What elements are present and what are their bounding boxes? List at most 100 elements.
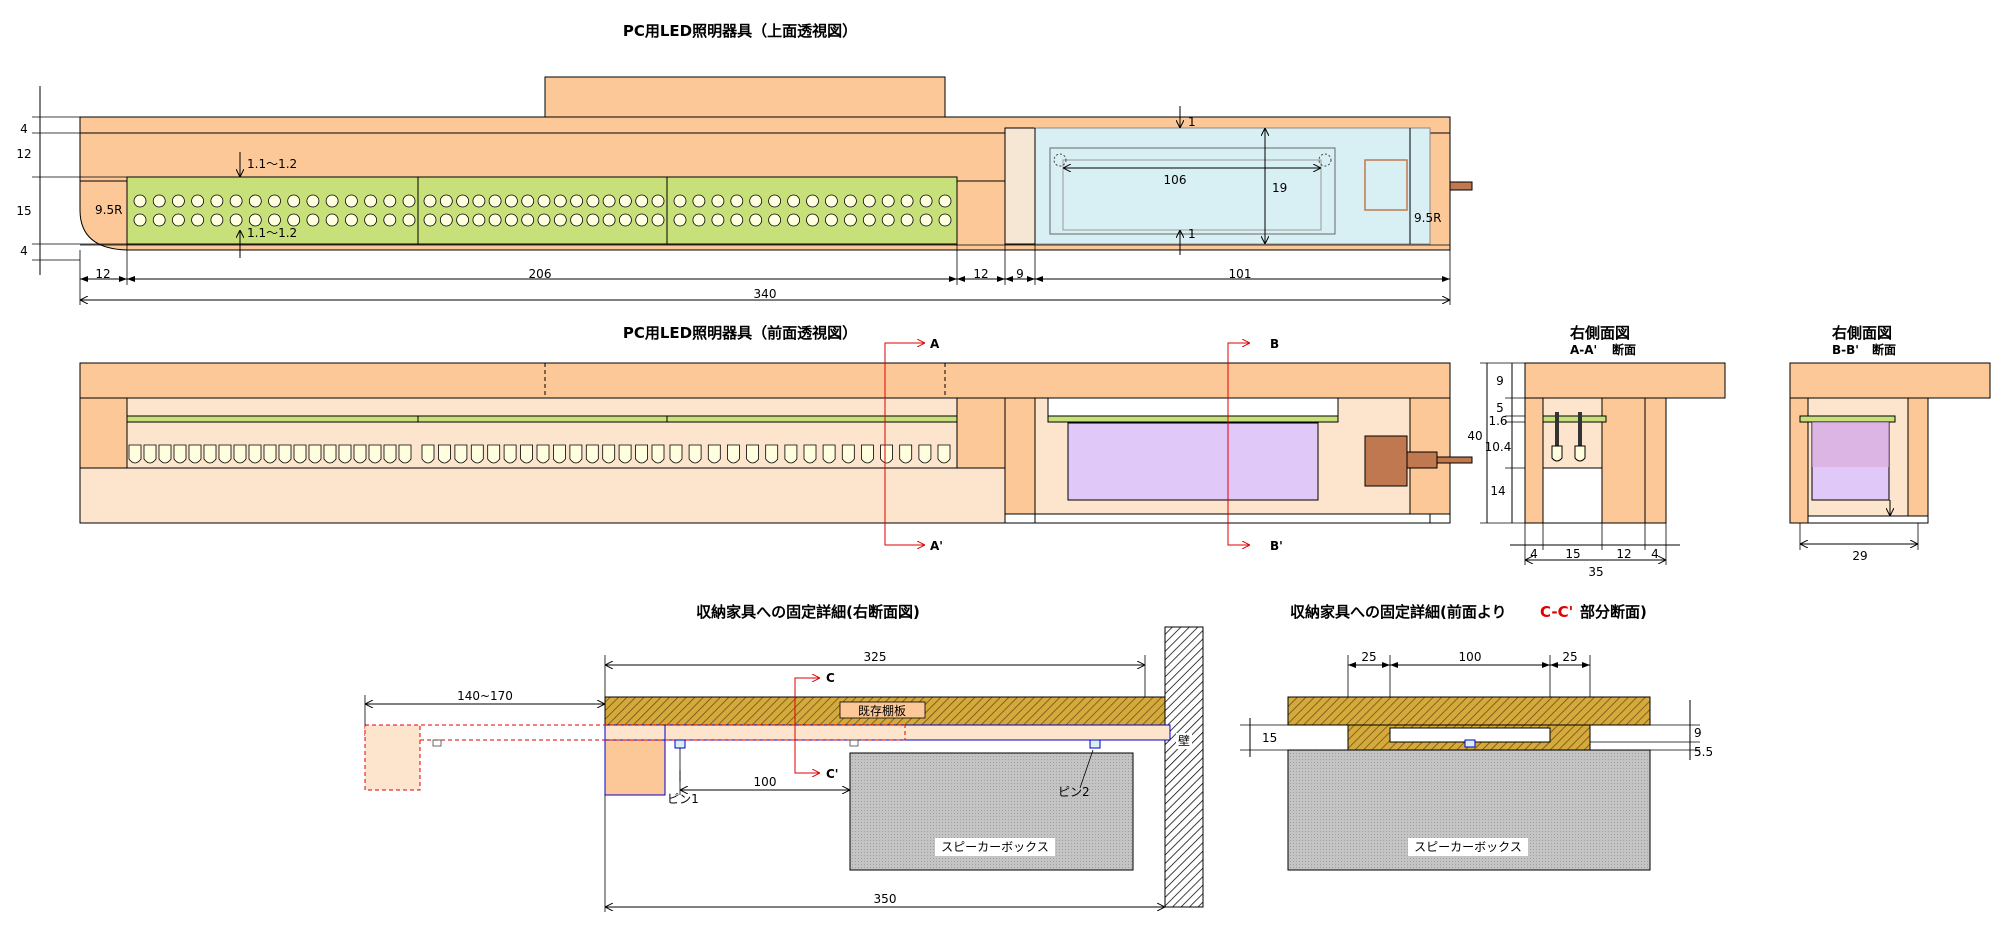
mount-side-title: 収納家具への固定詳細(右断面図) — [696, 603, 920, 621]
dim-s5: 5 — [1496, 401, 1504, 415]
dim-4: 4 — [20, 122, 28, 136]
led-icon — [454, 444, 468, 464]
led-fixture-mounted — [604, 724, 1171, 741]
led-icon — [520, 444, 533, 464]
led-hole — [537, 213, 551, 227]
wall-label: 壁 — [1178, 733, 1190, 748]
led-hole — [210, 194, 224, 208]
dim-f15: 15 — [1262, 731, 1277, 745]
dim-p1b: 1 — [1188, 227, 1196, 241]
pin2-label: ピン2 — [1058, 785, 1090, 799]
led-hole — [806, 213, 819, 227]
screw-hole — [1318, 153, 1332, 167]
section-a-label: A — [930, 337, 940, 351]
speaker2-label: スピーカーボックス — [1414, 840, 1522, 854]
led-icon — [438, 444, 451, 464]
speaker-label: スピーカーボックス — [941, 840, 1049, 854]
led-icon — [158, 444, 172, 464]
led-icon — [585, 444, 599, 464]
led-icon — [233, 444, 247, 464]
dim-s16: 1.6 — [1488, 414, 1507, 428]
led-hole — [602, 194, 616, 208]
section-b-label: B — [1270, 337, 1279, 351]
led-hole — [456, 194, 470, 208]
led-icon — [635, 444, 648, 464]
dim-15: 15 — [16, 204, 31, 218]
dim-f100: 100 — [1459, 650, 1482, 664]
led-icon — [822, 444, 836, 464]
wall — [1164, 626, 1204, 908]
led-hole — [472, 194, 486, 208]
section-c-label: C — [826, 671, 835, 685]
led-hole — [268, 194, 281, 208]
led-hole — [325, 194, 339, 208]
led-hole — [553, 194, 567, 208]
right-side-a-title: 右側面図 — [1570, 324, 1630, 342]
led-hole — [229, 194, 243, 208]
led-hole — [673, 213, 687, 227]
led-icon — [784, 444, 798, 464]
led-hole — [711, 194, 725, 208]
led-icon — [841, 444, 855, 464]
led-icon — [918, 444, 932, 464]
led-hole — [787, 213, 800, 227]
dim-f25a: 25 — [1361, 650, 1376, 664]
led-hole — [133, 213, 147, 227]
dim-b101: 101 — [1229, 267, 1252, 281]
led-hole — [938, 213, 952, 227]
led-pcb — [126, 176, 958, 245]
led-hole — [364, 213, 378, 227]
led-hole — [287, 194, 301, 208]
led-hole — [900, 213, 914, 227]
front-pcb — [126, 415, 958, 423]
led-hole — [171, 194, 185, 208]
pin-1 — [674, 739, 686, 749]
led-icon — [569, 444, 583, 464]
aa-section-word: 断面 — [1612, 342, 1636, 357]
dim-p1a: 1 — [1188, 115, 1196, 129]
led-hole — [402, 194, 416, 208]
led-icon — [727, 444, 740, 464]
led-hole — [919, 213, 933, 227]
led-hole — [651, 194, 665, 208]
dim-w4b: 4 — [1651, 547, 1659, 561]
connector-block — [1364, 435, 1408, 487]
led-icon — [669, 444, 683, 464]
dim-f25b: 25 — [1562, 650, 1577, 664]
led-icon — [353, 444, 367, 464]
led-icon — [293, 444, 307, 464]
led-hole — [711, 213, 725, 227]
dim-4b: 4 — [20, 244, 28, 258]
led-icon — [707, 444, 721, 464]
led-hole — [248, 194, 262, 208]
power-box — [1034, 127, 1431, 245]
led-icon — [861, 444, 874, 464]
led-hole — [364, 194, 378, 208]
led-icon — [503, 444, 517, 464]
led-icon — [383, 444, 397, 464]
led-hole — [521, 194, 535, 208]
radius-right: 9.5R — [1414, 211, 1441, 225]
led-hole — [210, 213, 224, 227]
led-icon — [553, 444, 566, 464]
led-hole — [938, 194, 952, 208]
led-hole — [635, 213, 649, 227]
led-hole — [423, 213, 437, 227]
top-view: 4 12 15 4 9.5R 9.5R 1.1～1.2 1.1～1.2 12 2… — [16, 76, 1473, 305]
led-hole — [423, 194, 437, 208]
led-icon — [398, 444, 412, 464]
led-icon — [143, 444, 157, 464]
front-view: A A' B B' — [79, 337, 1473, 553]
led-icon — [323, 444, 337, 464]
led-hole — [191, 213, 205, 227]
led-icon — [688, 444, 702, 464]
dim-b206: 206 — [529, 267, 552, 281]
led-hole — [586, 194, 600, 208]
led-hole — [862, 194, 876, 208]
front-top-board — [79, 362, 1451, 399]
mount-side-detail: 既存棚板 壁 スピーカーボックス ピン1 ピン2 325 140~170 100 — [364, 626, 1204, 912]
led-hole — [825, 213, 838, 227]
power-supply-unit — [1067, 422, 1319, 501]
aa-label: A-A' — [1570, 343, 1597, 357]
